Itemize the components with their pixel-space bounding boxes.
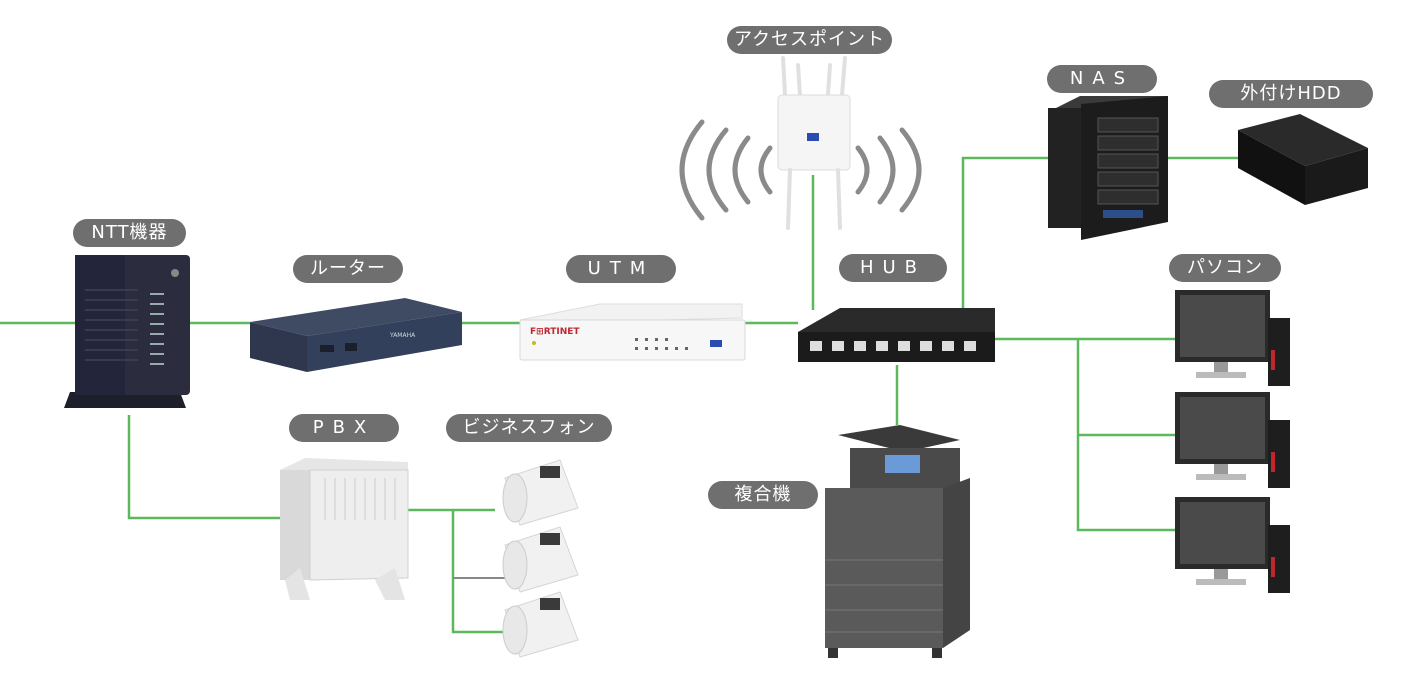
- nas-image: [1048, 96, 1168, 240]
- link-ntt-pbx: [127, 415, 280, 520]
- label-pc: パソコン: [1169, 254, 1281, 282]
- label-utm: UTM: [566, 255, 676, 283]
- utm-image: F⊞RTINET: [519, 303, 746, 361]
- label-access-point: アクセスポイント: [727, 26, 892, 54]
- svg-text:F⊞RTINET: F⊞RTINET: [530, 327, 580, 337]
- link-phone-branch: [451, 510, 505, 634]
- mfp-image: [825, 425, 970, 658]
- link-hub-nas: [961, 156, 1050, 310]
- label-router: ルーター: [293, 255, 403, 283]
- pc-image-3: [1175, 497, 1290, 593]
- label-pbx: PBX: [289, 414, 399, 442]
- ntt-device-image: [64, 255, 190, 408]
- phone-image-3: [502, 591, 579, 658]
- phone-image-1: [502, 459, 579, 526]
- phone-image-2: [502, 526, 579, 593]
- connection-lines: [0, 156, 1240, 634]
- label-nas: NAS: [1047, 65, 1157, 93]
- label-business-phone: ビジネスフォン: [446, 414, 612, 442]
- external-hdd-image: [1238, 114, 1368, 205]
- label-mfp: 複合機: [708, 481, 818, 509]
- hub-image: [798, 308, 995, 362]
- access-point-image: [679, 56, 922, 230]
- pc-image-2: [1175, 392, 1290, 488]
- pc-image-1: [1175, 290, 1290, 386]
- label-external-hdd: 外付けHDD: [1209, 80, 1373, 108]
- label-hub: HUB: [839, 254, 947, 282]
- pbx-image: [280, 458, 409, 600]
- link-pc-branch: [1076, 339, 1175, 532]
- router-image: YAMAHA: [250, 298, 462, 372]
- svg-text:YAMAHA: YAMAHA: [389, 332, 416, 339]
- label-ntt: NTT機器: [73, 219, 186, 247]
